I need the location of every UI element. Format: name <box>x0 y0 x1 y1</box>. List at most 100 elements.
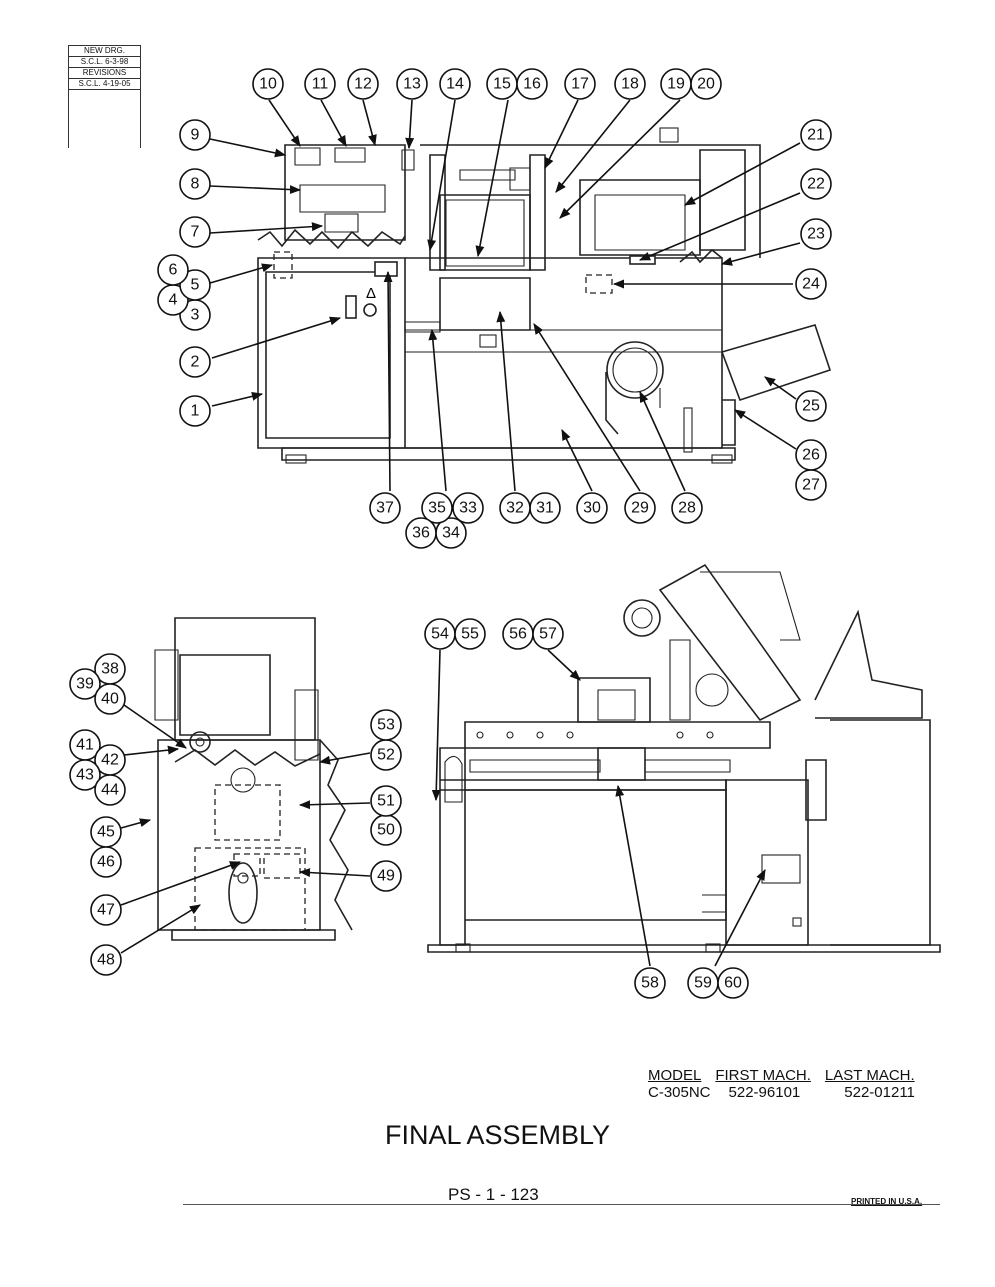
callout-label: 13 <box>403 76 421 93</box>
callout-29: 29 <box>624 492 656 524</box>
callout-22: 22 <box>800 168 832 200</box>
callout-50: 50 <box>370 814 402 846</box>
callout-label: 54 <box>431 626 449 643</box>
callout-49: 49 <box>370 860 402 892</box>
printed-label: PRINTED IN U.S.A. <box>851 1197 923 1206</box>
callout-label: 58 <box>641 975 659 992</box>
callout-label: 32 <box>506 500 524 517</box>
model-value: C-305NC <box>648 1084 711 1101</box>
callout-label: 7 <box>191 224 200 241</box>
callout-label: 8 <box>191 176 200 193</box>
callout-57: 57 <box>532 618 564 650</box>
last-mach-value: 522-01211 <box>844 1084 915 1101</box>
callout-label: 29 <box>631 500 649 517</box>
callout-label: 51 <box>377 793 395 810</box>
first-mach-value: 522-96101 <box>728 1084 801 1101</box>
callout-label: 59 <box>694 975 712 992</box>
callout-label: 3 <box>191 307 200 324</box>
callout-label: 11 <box>312 76 329 93</box>
callout-13: 13 <box>396 68 428 100</box>
callout-label: 48 <box>97 952 115 969</box>
panel-symbol: Δ <box>366 285 376 302</box>
header-last-mach: LAST MACH. <box>824 1067 915 1084</box>
callout-label: 22 <box>807 176 825 193</box>
callout-48: 48 <box>90 944 122 976</box>
callout-35: 35 <box>421 492 453 524</box>
revision-blank <box>68 89 141 148</box>
callout-label: 55 <box>461 626 479 643</box>
callout-32: 32 <box>499 492 531 524</box>
revisions-label: REVISIONS <box>68 67 141 78</box>
callout-label: 5 <box>191 277 200 294</box>
callout-label: 57 <box>539 626 557 643</box>
callout-43: 43 <box>69 759 101 791</box>
side-view <box>154 617 353 941</box>
callout-label: 16 <box>523 76 541 93</box>
callout-label: 31 <box>536 500 554 517</box>
callout-2: 2 <box>179 346 211 378</box>
callout-37: 37 <box>369 492 401 524</box>
callout-label: 38 <box>101 661 119 678</box>
callout-label: 36 <box>412 525 430 542</box>
callout-label: 49 <box>377 868 395 885</box>
callout-label: 14 <box>446 76 464 93</box>
new-drg-label: NEW DRG. <box>68 45 141 56</box>
callout-label: 15 <box>493 76 511 93</box>
callout-25: 25 <box>795 390 827 422</box>
callout-label: 45 <box>97 824 115 841</box>
callout-16: 16 <box>516 68 548 100</box>
callout-label: 12 <box>354 76 372 93</box>
callout-15: 15 <box>486 68 518 100</box>
callout-59: 59 <box>687 967 719 999</box>
front-view <box>257 127 832 464</box>
callout-label: 6 <box>169 262 178 279</box>
callout-label: 43 <box>76 767 94 784</box>
callout-51: 51 <box>370 785 402 817</box>
callout-36: 36 <box>405 517 437 549</box>
callout-45: 45 <box>90 816 122 848</box>
callout-58: 58 <box>634 967 666 999</box>
callout-label: 23 <box>807 226 825 243</box>
callout-5: 5 <box>179 269 211 301</box>
callout-label: 1 <box>191 403 200 420</box>
callout-label: 2 <box>191 354 200 371</box>
callout-19: 19 <box>660 68 692 100</box>
callout-11: 11 <box>304 68 336 100</box>
callout-label: 53 <box>377 717 395 734</box>
callout-label: 33 <box>459 500 477 517</box>
new-drg-date: S.C.L. 6-3-98 <box>68 56 141 67</box>
callout-label: 35 <box>428 500 446 517</box>
callout-label: 46 <box>97 854 115 871</box>
callout-10: 10 <box>252 68 284 100</box>
callout-24: 24 <box>795 268 827 300</box>
callout-label: 40 <box>101 691 119 708</box>
callout-17: 17 <box>564 68 596 100</box>
callout-47: 47 <box>90 894 122 926</box>
callout-7: 7 <box>179 216 211 248</box>
callout-label: 27 <box>802 477 820 494</box>
header-first-mach: FIRST MACH. <box>715 1067 811 1084</box>
callout-31: 31 <box>529 492 561 524</box>
callout-label: 25 <box>802 398 820 415</box>
model-table-row: C-305NC 522-96101 522-01211 <box>648 1084 915 1101</box>
callout-label: 30 <box>583 500 601 517</box>
callout-label: 20 <box>697 76 715 93</box>
callout-label: 18 <box>621 76 639 93</box>
callout-label: 39 <box>76 676 94 693</box>
callout-33: 33 <box>452 492 484 524</box>
callout-12: 12 <box>347 68 379 100</box>
callout-label: 50 <box>377 822 395 839</box>
rear-view <box>427 563 941 953</box>
callout-label: 4 <box>169 292 178 309</box>
revision-box: NEW DRG. S.C.L. 6-3-98 REVISIONS S.C.L. … <box>68 45 141 148</box>
callout-56: 56 <box>502 618 534 650</box>
callout-8: 8 <box>179 168 211 200</box>
model-table: MODEL FIRST MACH. LAST MACH. C-305NC 522… <box>648 1067 915 1101</box>
callout-14: 14 <box>439 68 471 100</box>
callout-55: 55 <box>454 618 486 650</box>
callout-label: 28 <box>678 500 696 517</box>
model-table-header: MODEL FIRST MACH. LAST MACH. <box>648 1067 915 1084</box>
footer-rule <box>183 1204 940 1205</box>
